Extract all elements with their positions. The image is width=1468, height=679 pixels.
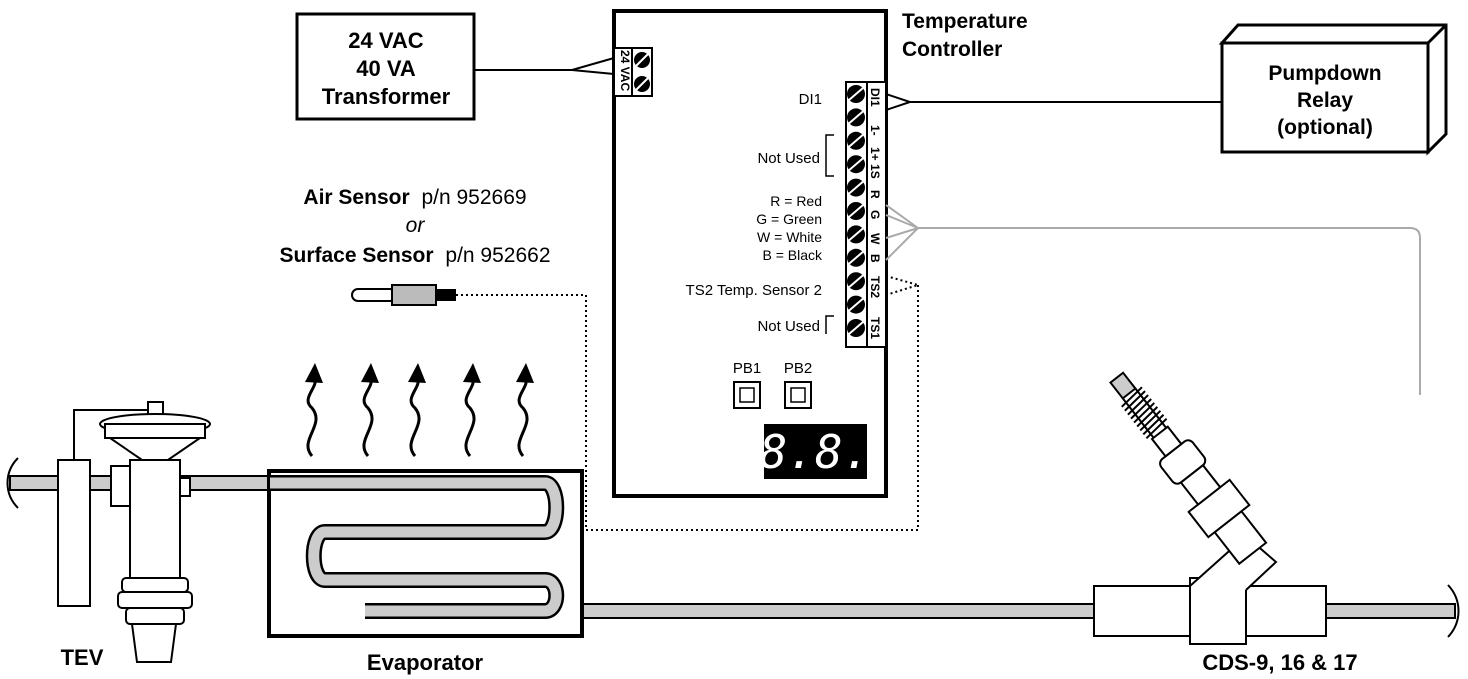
terminal-ts1: TS1 <box>868 317 882 339</box>
heat-arrow-icon <box>464 377 476 457</box>
transformer-wires <box>474 57 615 75</box>
terminal-screws <box>847 85 865 337</box>
terminal-1-minus: 1- <box>868 125 882 136</box>
evaporator-label: Evaporator <box>367 650 484 675</box>
heat-arrow-icon <box>362 377 374 457</box>
sensor-or: or <box>406 214 426 237</box>
pb1-label: PB1 <box>733 360 761 377</box>
relay-line3: (optional) <box>1277 116 1373 139</box>
relay-line1: Pumpdown <box>1268 62 1381 85</box>
cds-valve <box>1093 371 1327 645</box>
pb2-label: PB2 <box>784 360 812 377</box>
pumpdown-relay: Pumpdown Relay (optional) <box>1218 23 1448 156</box>
rgwb-cable <box>885 204 1421 395</box>
terminal-di1: DI1 <box>868 88 882 107</box>
cds-label: CDS-9, 16 & 17 <box>1202 650 1357 675</box>
ts2-sensor-cable <box>456 275 922 531</box>
transformer: 24 VAC 40 VA Transformer <box>295 12 476 121</box>
heat-arrows <box>305 363 534 457</box>
controller-title-line1: Temperature <box>902 10 1028 33</box>
bracket-not-used-2 <box>825 315 834 334</box>
bracket-not-used-1 <box>825 134 834 177</box>
label-white: W = White <box>757 229 822 245</box>
terminal-ts2: TS2 <box>868 276 882 298</box>
transformer-line2: 40 VA <box>356 56 416 81</box>
led-display: 8.8. <box>760 424 871 479</box>
terminal-labels: DI1 1- 1+ 1S R G W B TS2 TS1 <box>868 88 882 339</box>
tev-label: TEV <box>61 645 104 670</box>
power-terminal-block: 24 VAC <box>613 47 653 97</box>
relay-line2: Relay <box>1297 89 1353 112</box>
evaporator <box>267 469 584 638</box>
terminal-b: B <box>868 254 882 263</box>
power-terminal-label: 24 VAC <box>618 50 632 91</box>
display-readout: 8.8. <box>760 425 871 479</box>
terminal-g: G <box>868 210 882 219</box>
terminal-r: R <box>868 190 882 199</box>
label-not-used-2: Not Used <box>757 318 820 335</box>
surface-sensor-pn: p/n 952662 <box>445 244 550 267</box>
label-ts2-sensor: TS2 Temp. Sensor 2 <box>686 282 822 299</box>
label-red: R = Red <box>770 193 822 209</box>
svg-text:Surface Sensor p/n 95266: Surface Sensor p/n 952662 <box>279 244 550 267</box>
heat-arrow-icon <box>517 377 529 457</box>
terminal-1-plus-1s: 1+ 1S <box>868 147 882 179</box>
pb1-button[interactable]: PB1 <box>733 360 761 409</box>
label-di1: DI1 <box>799 91 822 108</box>
heat-arrow-icon <box>306 377 318 457</box>
pb2-button[interactable]: PB2 <box>784 360 812 409</box>
sensor-probe <box>351 284 456 306</box>
controller-title-line2: Controller <box>902 38 1002 61</box>
transformer-line3: Transformer <box>322 84 451 109</box>
svg-text:Air Sensor p/n 952669: Air Sensor p/n 952669 <box>303 186 526 209</box>
di1-wire <box>885 93 1232 111</box>
heat-arrow-icon <box>409 377 421 457</box>
label-black: B = Black <box>762 247 823 263</box>
terminal-w: W <box>868 233 882 245</box>
air-sensor-pn: p/n 952669 <box>421 186 526 209</box>
label-green: G = Green <box>756 211 822 227</box>
sensor-labels: Air Sensor p/n 952669 or Surface Sensor … <box>279 186 550 267</box>
air-sensor-name: Air Sensor <box>303 186 409 209</box>
temperature-controller: Temperature Controller 24 VAC DI1 1- 1+ … <box>612 9 1028 498</box>
tev-valve <box>57 401 211 663</box>
surface-sensor-name: Surface Sensor <box>279 244 433 267</box>
label-not-used-1: Not Used <box>757 150 820 167</box>
terminal-strip: DI1 1- 1+ 1S R G W B TS2 TS1 <box>845 81 887 348</box>
transformer-line1: 24 VAC <box>348 28 424 53</box>
